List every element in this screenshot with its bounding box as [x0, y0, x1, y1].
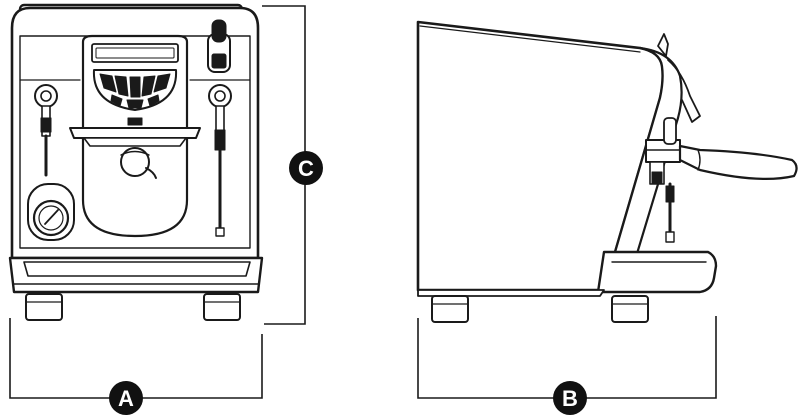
left-steam-wand	[34, 84, 58, 177]
control-buttons	[99, 73, 171, 109]
indicator-light	[127, 117, 143, 126]
button-1	[99, 73, 117, 93]
side-foot-front	[611, 295, 649, 323]
right-steam-wand	[208, 84, 232, 237]
side-steam-wand	[663, 117, 677, 243]
dimension-badge-a: A	[109, 381, 143, 415]
front-foot-right	[203, 293, 241, 321]
dimension-label-a: A	[118, 386, 134, 411]
dimension-badge-b: B	[553, 381, 587, 415]
side-view	[416, 20, 798, 323]
button-3	[129, 76, 141, 98]
side-portafilter-handle	[678, 144, 798, 180]
side-foot-back	[431, 295, 469, 323]
button-4	[141, 75, 156, 97]
group-head-shelf	[69, 127, 201, 139]
front-foot-left	[25, 293, 63, 321]
pressure-gauge	[27, 183, 75, 241]
button-2	[114, 75, 129, 97]
side-drip-tray	[596, 250, 718, 294]
portafilter	[120, 147, 150, 177]
dimension-label-b: B	[562, 386, 578, 411]
dimension-badge-c: C	[289, 151, 323, 185]
front-view	[8, 3, 264, 321]
side-top-knob	[657, 33, 669, 57]
button-5	[153, 73, 171, 93]
hot-water-knob	[207, 19, 231, 73]
dimension-label-c: C	[298, 156, 314, 181]
